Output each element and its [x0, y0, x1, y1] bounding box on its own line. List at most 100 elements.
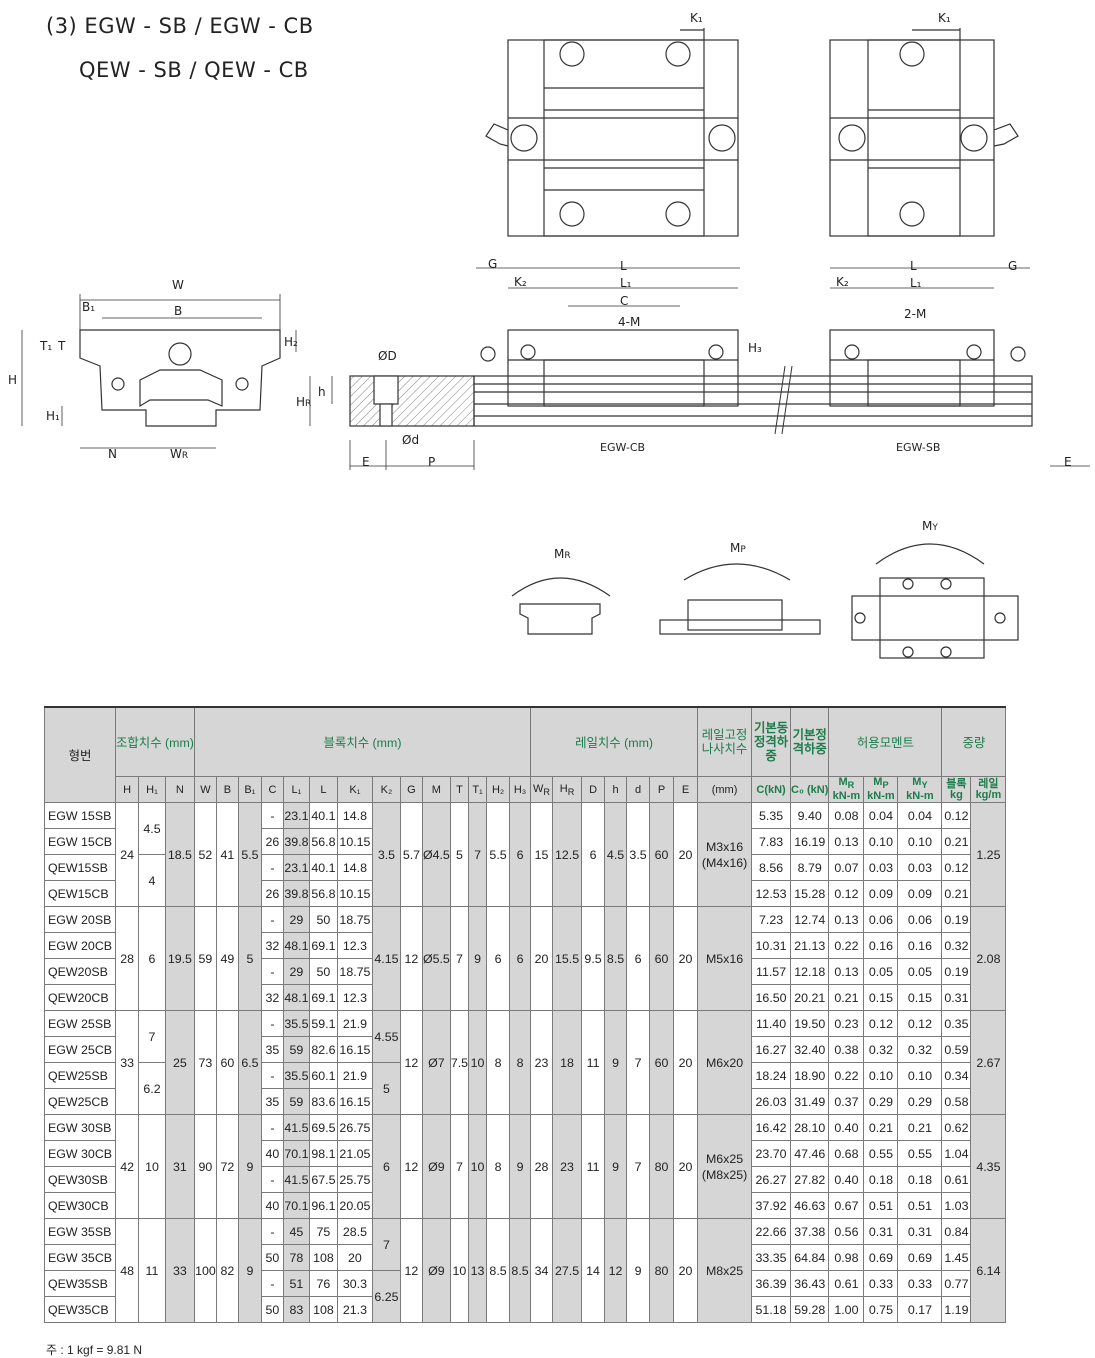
th-weight: 중량	[941, 706, 1007, 777]
label-hr-sub: R	[305, 399, 311, 409]
table-cell: 0.21	[897, 1114, 943, 1142]
th-t: T	[449, 775, 470, 804]
table-cell: 76	[308, 1270, 338, 1298]
table-cell: 8.56	[751, 854, 792, 882]
table-cell: 0.31	[863, 1218, 899, 1246]
table-cell: 12.74	[790, 906, 830, 934]
bolt-size-alt: (M4x16)	[701, 855, 748, 870]
th-ckn: C(kN)	[751, 775, 792, 804]
table-cell: 23.70	[751, 1140, 792, 1168]
label-mp-main: M	[730, 541, 740, 555]
table-cell: 4.35	[970, 1114, 1007, 1220]
table-cell: 83.6	[308, 1088, 338, 1116]
label-l-sb: L	[910, 259, 917, 273]
label-k1-cb: K₁	[690, 11, 703, 25]
table-cell: 0.51	[897, 1192, 943, 1220]
table-cell: 100	[193, 1218, 217, 1324]
table-cell: 9.40	[790, 802, 830, 830]
table-cell: 0.07	[828, 854, 865, 882]
table-cell: 0.98	[828, 1244, 865, 1272]
table-cell: 0.10	[897, 1062, 943, 1090]
label-e-left: E	[362, 455, 370, 469]
th-rail: 레일치수 (mm)	[530, 706, 699, 777]
label-c: C	[620, 294, 628, 308]
label-od-small: Ød	[402, 433, 419, 447]
table-cell: 6	[371, 1114, 401, 1220]
table-cell: Ø7	[421, 1010, 451, 1116]
th-b1: B₁	[237, 775, 262, 804]
table-cell: 9	[237, 1218, 262, 1324]
table-cell: 20.05	[336, 1192, 373, 1220]
table-cell: 0.21	[941, 828, 972, 856]
model-cell: QEW15SB	[44, 854, 116, 882]
table-cell: 8	[486, 1114, 511, 1220]
table-cell: 0.31	[941, 984, 972, 1012]
table-cell: 24	[114, 802, 140, 908]
table-cell: 0.18	[863, 1166, 899, 1194]
table-cell: 0.08	[828, 802, 865, 830]
table-cell: 67.5	[308, 1166, 338, 1194]
table-cell: 0.21	[863, 1114, 899, 1142]
table-cell: 0.56	[828, 1218, 865, 1246]
model-cell: QEW25CB	[44, 1088, 116, 1116]
label-mr-sub: R	[564, 551, 570, 561]
table-cell: 0.38	[828, 1036, 865, 1064]
bolt-size-alt: (M8x25)	[701, 1167, 748, 1182]
table-cell: 0.10	[863, 828, 899, 856]
table-cell: 0.03	[897, 854, 943, 882]
table-cell: 18	[552, 1010, 583, 1116]
table-cell: 20	[673, 802, 699, 908]
table-cell: 98.1	[308, 1140, 338, 1168]
bolt-size: M3x16	[705, 839, 744, 854]
table-cell: 0.29	[897, 1088, 943, 1116]
table-cell: 2.67	[970, 1010, 1007, 1116]
table-cell: 0.32	[941, 932, 972, 960]
label-k2-sb: K₂	[836, 275, 849, 289]
th-k2: K₂	[371, 775, 401, 804]
table-cell: 5	[371, 1062, 401, 1116]
th-bolt: 레일고정나사치수	[697, 706, 753, 777]
table-cell: 0.19	[941, 906, 972, 934]
table-cell: 5.7	[399, 802, 423, 908]
label-p: P	[428, 455, 435, 469]
label-b: B	[174, 304, 182, 318]
label-wr-sub: R	[182, 451, 188, 461]
table-cell: 0.21	[941, 880, 972, 908]
th-hr-sub: R	[567, 786, 575, 797]
table-cell: 0.32	[897, 1036, 943, 1064]
table-cell: 11.40	[751, 1010, 792, 1038]
table-cell: 33	[164, 1218, 195, 1324]
table-cell: 28.5	[336, 1218, 373, 1246]
table-cell: 7	[626, 1010, 651, 1116]
label-2m: 2-M	[904, 307, 926, 321]
table-cell: 0.22	[828, 932, 865, 960]
bolt-size-cell: M5x16	[697, 906, 753, 1012]
table-cell: 78	[282, 1244, 310, 1272]
table-cell: 32	[260, 932, 284, 960]
table-cell: 7.23	[751, 906, 792, 934]
model-cell: EGW 35SB	[44, 1218, 116, 1246]
table-cell: 3.5	[371, 802, 401, 908]
th-t1: T₁	[468, 775, 488, 804]
table-cell: 0.17	[897, 1296, 943, 1324]
model-cell: EGW 20CB	[44, 932, 116, 960]
table-cell: 0.09	[897, 880, 943, 908]
table-cell: 82	[215, 1218, 239, 1324]
table-cell: 39.8	[282, 828, 310, 856]
table-cell: 4.5	[604, 802, 628, 908]
label-e-right: E	[1064, 455, 1072, 469]
table-cell: 36.43	[790, 1270, 830, 1298]
table-cell: 8.5	[604, 906, 628, 1012]
table-cell: 10.15	[336, 880, 373, 908]
table-cell: 56.8	[308, 828, 338, 856]
th-c: C	[260, 775, 284, 804]
table-cell: 0.05	[897, 958, 943, 986]
label-mp-sub: P	[740, 545, 746, 555]
table-cell: 26.03	[751, 1088, 792, 1116]
label-mp: MP	[730, 541, 746, 555]
table-cell: 52	[193, 802, 217, 908]
label-h1: H₁	[46, 409, 60, 423]
